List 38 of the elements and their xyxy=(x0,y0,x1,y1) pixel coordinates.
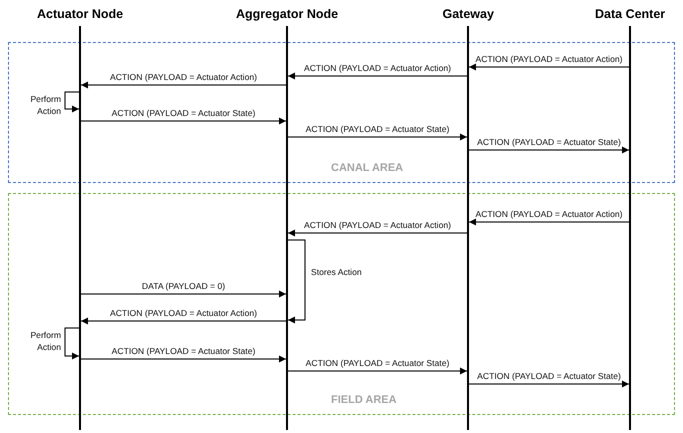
edge-label: ACTION (PAYLOAD = Actuator Action) xyxy=(110,72,258,83)
arrow xyxy=(468,64,630,70)
arrow xyxy=(468,146,630,154)
edge-label: ACTION (PAYLOAD = Actuator State) xyxy=(306,358,450,369)
arrow xyxy=(64,92,80,112)
area-label: FIELD AREA xyxy=(331,394,397,406)
arrow xyxy=(80,290,286,298)
participant-label: Actuator Node xyxy=(37,6,124,22)
edge-label: DATA (PAYLOAD = 0) xyxy=(142,281,226,292)
arrow xyxy=(288,72,468,80)
arrow xyxy=(80,356,286,362)
edge-label: ACTION (PAYLOAD = Actuator Action) xyxy=(475,209,623,220)
participant-label: Data Center xyxy=(595,6,666,22)
edge-label: Perform Action xyxy=(29,93,61,117)
edge-label: ACTION (PAYLOAD = Actuator State) xyxy=(477,371,621,382)
participant-label: Aggregator Node xyxy=(236,6,338,22)
arrow xyxy=(80,118,286,124)
arrow xyxy=(80,82,286,88)
edge-label: ACTION (PAYLOAD = Actuator Action) xyxy=(304,63,452,74)
arrow xyxy=(288,368,468,374)
edge-label: ACTION (PAYLOAD = Actuator State) xyxy=(112,346,256,357)
arrow xyxy=(288,240,306,324)
edge-label: ACTION (PAYLOAD = Actuator State) xyxy=(306,124,450,135)
arrow xyxy=(288,230,468,236)
edge-label: ACTION (PAYLOAD = Actuator State) xyxy=(112,108,256,119)
edge-label: ACTION (PAYLOAD = Actuator Action) xyxy=(304,220,452,231)
edge-label: ACTION (PAYLOAD = Actuator Action) xyxy=(475,54,623,65)
edge-label: ACTION (PAYLOAD = Actuator State) xyxy=(477,137,621,148)
arrow xyxy=(64,328,80,360)
arrow xyxy=(468,218,630,226)
edge-label: Perform Action xyxy=(29,329,61,353)
area-label: CANAL AREA xyxy=(331,162,404,174)
arrow xyxy=(288,134,468,140)
participant-label: Gateway xyxy=(442,6,494,22)
arrow xyxy=(468,380,630,388)
arrow xyxy=(80,318,286,324)
edge-label: ACTION (PAYLOAD = Actuator Action) xyxy=(110,308,258,319)
edge-label: Stores Action xyxy=(311,266,362,278)
